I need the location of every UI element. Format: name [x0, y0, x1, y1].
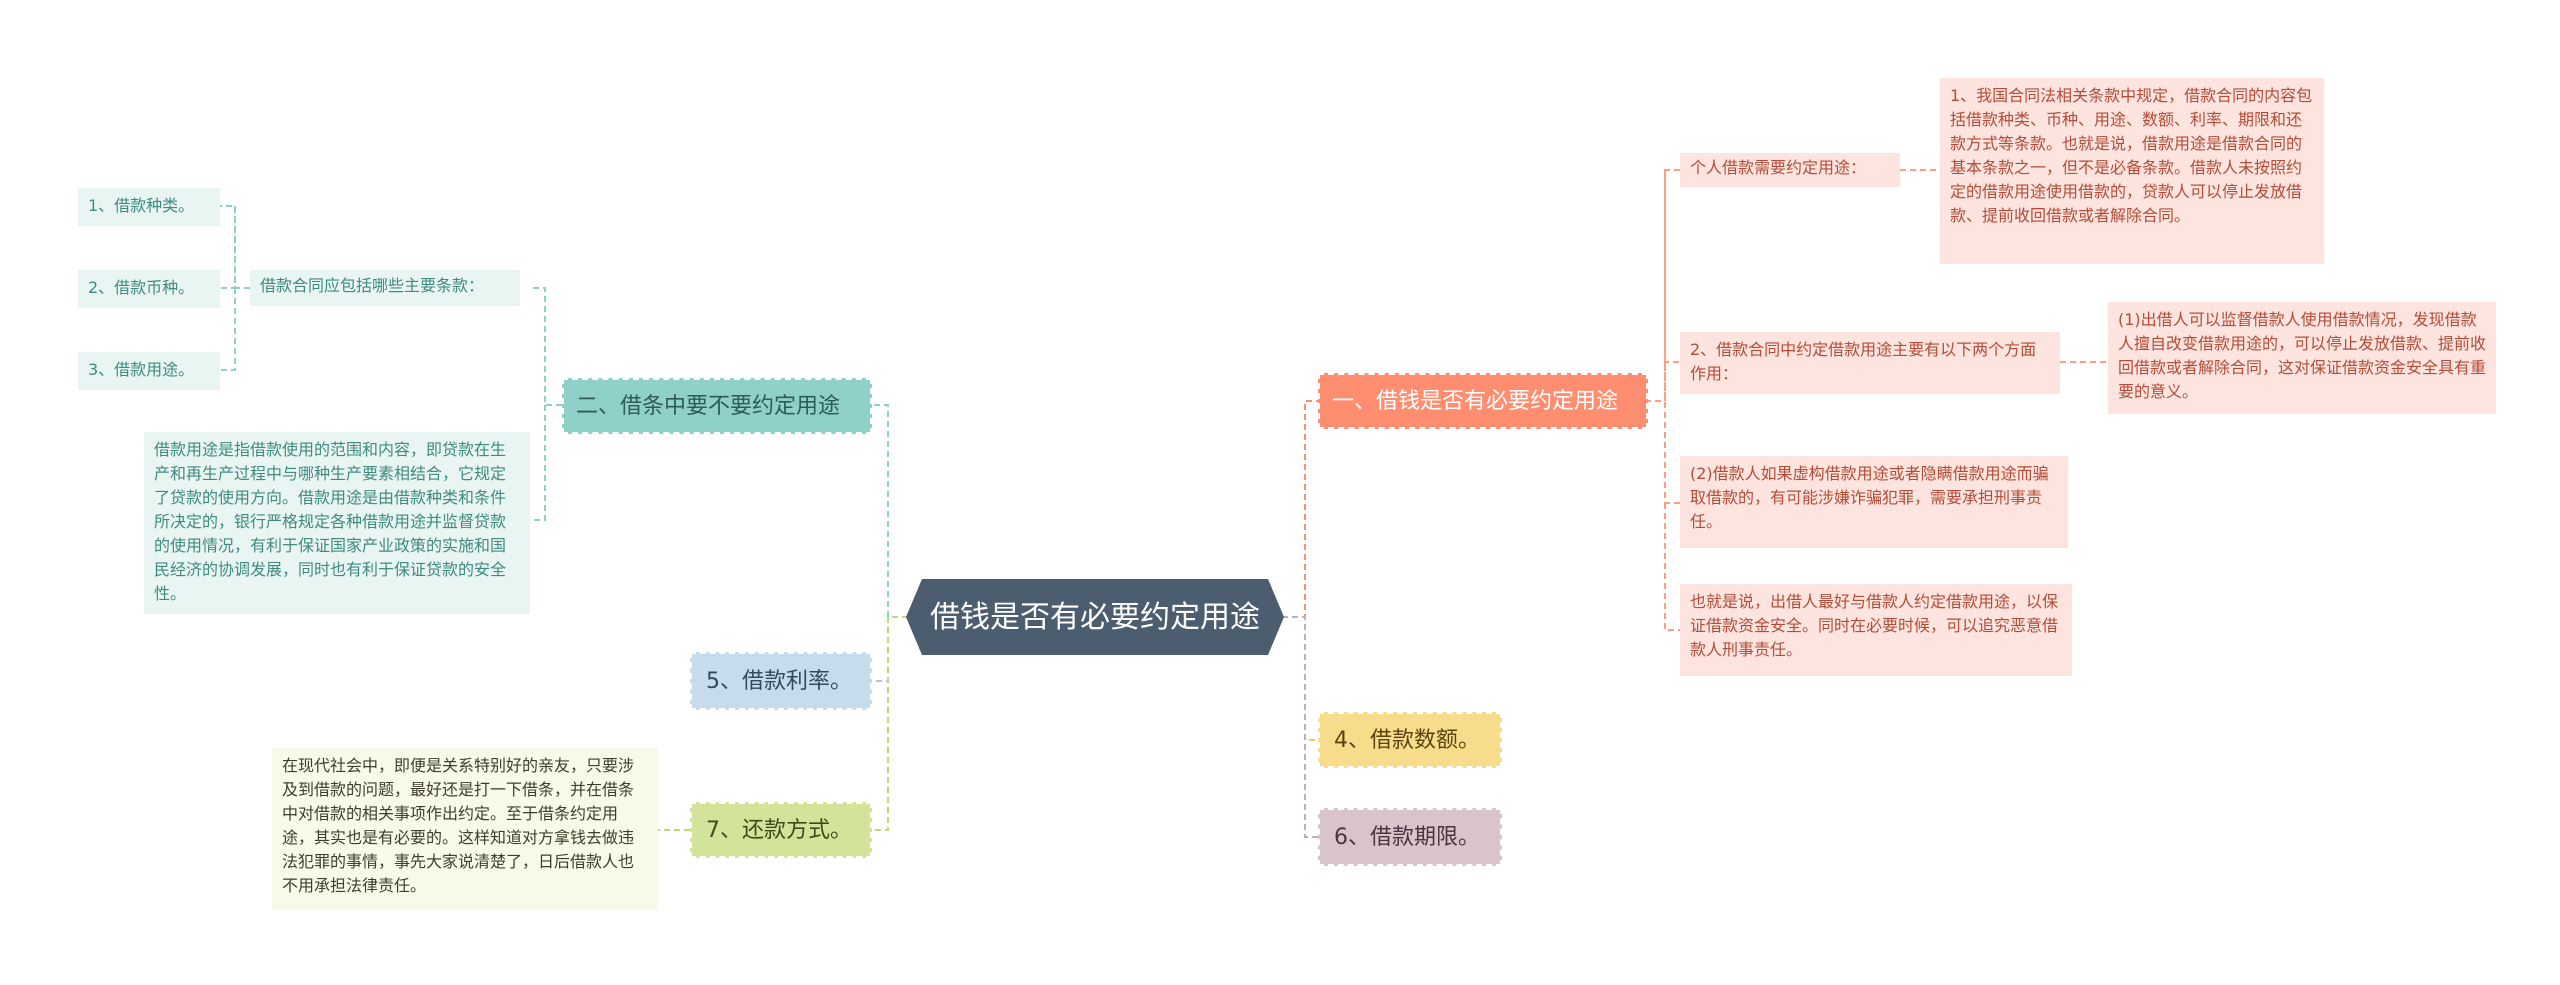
- clause-item-3-label: 3、借款用途。: [88, 360, 195, 379]
- branch-iou-label: 二、借条中要不要约定用途: [576, 393, 841, 419]
- function-1-node[interactable]: (1)出借人可以监督借款人使用借款情况，发现借款人擅自改变借款用途的，可以停止发…: [2108, 302, 2496, 414]
- branch-repayment-label: 7、还款方式。: [706, 817, 852, 843]
- link-root-term: [1282, 616, 1318, 838]
- link-root-necessity: [1282, 400, 1318, 618]
- branch-necessity-label: 一、借钱是否有必要约定用途: [1332, 388, 1619, 414]
- main-clauses-node[interactable]: 借款合同应包括哪些主要条款：: [250, 270, 520, 306]
- branch-rate[interactable]: 5、借款利率。: [690, 652, 872, 710]
- root-topic-label: 借钱是否有必要约定用途: [930, 599, 1260, 635]
- personal-loan-label: 个人借款需要约定用途：: [1690, 158, 1867, 177]
- link-root-repayment: [870, 616, 908, 831]
- conclusion-node[interactable]: 也就是说，出借人最好与借款人约定借款用途，以保证借款资金安全。同时在必要时候，可…: [1680, 584, 2072, 676]
- branch-iou[interactable]: 二、借条中要不要约定用途: [562, 378, 872, 434]
- root-topic[interactable]: 借钱是否有必要约定用途: [906, 579, 1284, 655]
- purpose-definition-text: 借款用途是指借款使用的范围和内容，即贷款在生产和再生产过程中与哪种生产要素相结合…: [154, 440, 507, 603]
- branch-term-label: 6、借款期限。: [1334, 824, 1480, 850]
- clause-item-1[interactable]: 1、借款种类。: [78, 188, 220, 226]
- branch-rate-label: 5、借款利率。: [706, 668, 852, 694]
- clause-item-1-label: 1、借款种类。: [88, 196, 195, 215]
- branch-amount[interactable]: 4、借款数额。: [1318, 712, 1502, 768]
- clause-item-2-label: 2、借款币种。: [88, 278, 195, 297]
- purpose-definition-node[interactable]: 借款用途是指借款使用的范围和内容，即贷款在生产和再生产过程中与哪种生产要素相结合…: [144, 432, 530, 614]
- main-clauses-label: 借款合同应包括哪些主要条款：: [260, 276, 485, 295]
- two-functions-label: 2、借款合同中约定借款用途主要有以下两个方面作用：: [1690, 340, 2037, 383]
- link-iou-children: [530, 287, 562, 521]
- personal-loan-node[interactable]: 个人借款需要约定用途：: [1680, 153, 1900, 187]
- branch-term[interactable]: 6、借款期限。: [1318, 808, 1502, 866]
- link-clauses-items: [220, 205, 250, 371]
- branch-repayment[interactable]: 7、还款方式。: [690, 802, 872, 858]
- link-necessity-children: [1645, 169, 1680, 631]
- clause-item-3[interactable]: 3、借款用途。: [78, 352, 220, 390]
- two-functions-node[interactable]: 2、借款合同中约定借款用途主要有以下两个方面作用：: [1680, 332, 2060, 394]
- personal-loan-detail-text: 1、我国合同法相关条款中规定，借款合同的内容包括借款种类、币种、用途、数额、利率…: [1950, 86, 2313, 225]
- repayment-note-node[interactable]: 在现代社会中，即便是关系特别好的亲友，只要涉及到借款的问题，最好还是打一下借条，…: [272, 748, 658, 910]
- link-root-amount: [1282, 616, 1318, 741]
- repayment-note-text: 在现代社会中，即便是关系特别好的亲友，只要涉及到借款的问题，最好还是打一下借条，…: [282, 756, 635, 895]
- branch-amount-label: 4、借款数额。: [1334, 727, 1480, 753]
- personal-loan-detail[interactable]: 1、我国合同法相关条款中规定，借款合同的内容包括借款种类、币种、用途、数额、利率…: [1940, 78, 2324, 264]
- function-2-node[interactable]: (2)借款人如果虚构借款用途或者隐瞒借款用途而骗取借款的，有可能涉嫌诈骗犯罪，需…: [1680, 456, 2068, 548]
- branch-necessity[interactable]: 一、借钱是否有必要约定用途: [1318, 373, 1648, 429]
- link-root-rate: [870, 616, 908, 682]
- link-root-iou: [870, 404, 908, 618]
- clause-item-2[interactable]: 2、借款币种。: [78, 270, 220, 308]
- function-2-text: (2)借款人如果虚构借款用途或者隐瞒借款用途而骗取借款的，有可能涉嫌诈骗犯罪，需…: [1690, 464, 2049, 531]
- function-1-text: (1)出借人可以监督借款人使用借款情况，发现借款人擅自改变借款用途的，可以停止发…: [2118, 310, 2487, 401]
- conclusion-text: 也就是说，出借人最好与借款人约定借款用途，以保证借款资金安全。同时在必要时候，可…: [1690, 592, 2059, 659]
